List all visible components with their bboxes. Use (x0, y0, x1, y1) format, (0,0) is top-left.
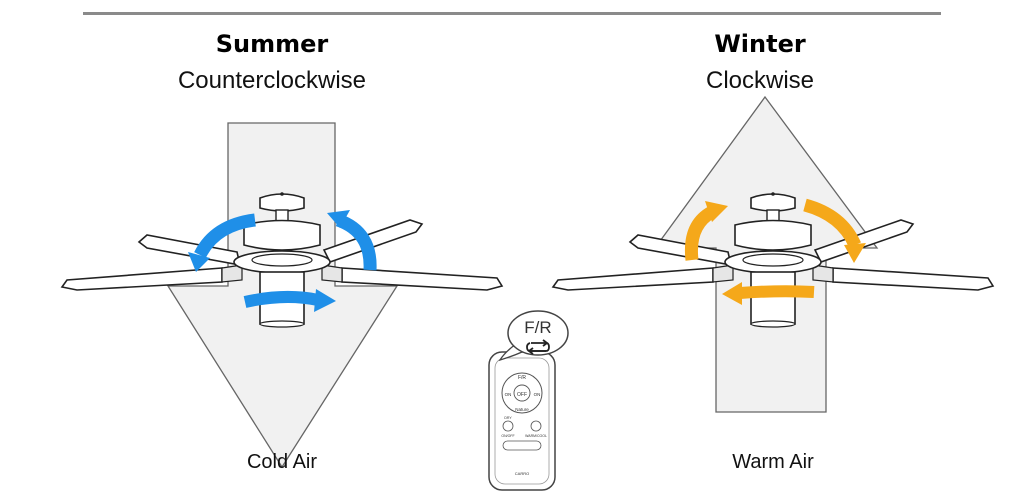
warm-air-label: Warm Air (732, 451, 814, 473)
remote-nature-label: Nature (515, 407, 529, 412)
summer-title: Summer (215, 30, 329, 58)
remote-onoff-label: ON/OFF (501, 434, 514, 438)
remote-off-label: OFF (517, 392, 527, 398)
summer-rotation-arrows (188, 210, 377, 312)
summer-ceiling-fan (61, 191, 503, 328)
remote-fr-label: F/R (518, 375, 526, 381)
remote-right-on-label: ON (534, 392, 541, 397)
reverse-arrows-icon (526, 339, 550, 355)
summer-direction-label: Counterclockwise (177, 67, 367, 94)
remote-brand: CARRO (515, 471, 529, 476)
remote-dry-label: DRY (504, 416, 512, 420)
remote-control: F/R F/R OFF ON ON Nature DRY ON/OFF WARM… (488, 310, 569, 491)
callout-fr-label: F/R (524, 318, 551, 337)
remote-left-on-label: ON (505, 392, 512, 397)
winter-title: Winter (714, 30, 806, 58)
winter-ceiling-fan (552, 191, 994, 328)
top-divider (83, 12, 941, 15)
remote-warmcool-label: WARM/COOL (525, 434, 547, 438)
cold-air-label: Cold Air (246, 451, 318, 473)
winter-direction-label: Clockwise (705, 67, 815, 94)
winter-rotation-arrows (684, 198, 866, 305)
